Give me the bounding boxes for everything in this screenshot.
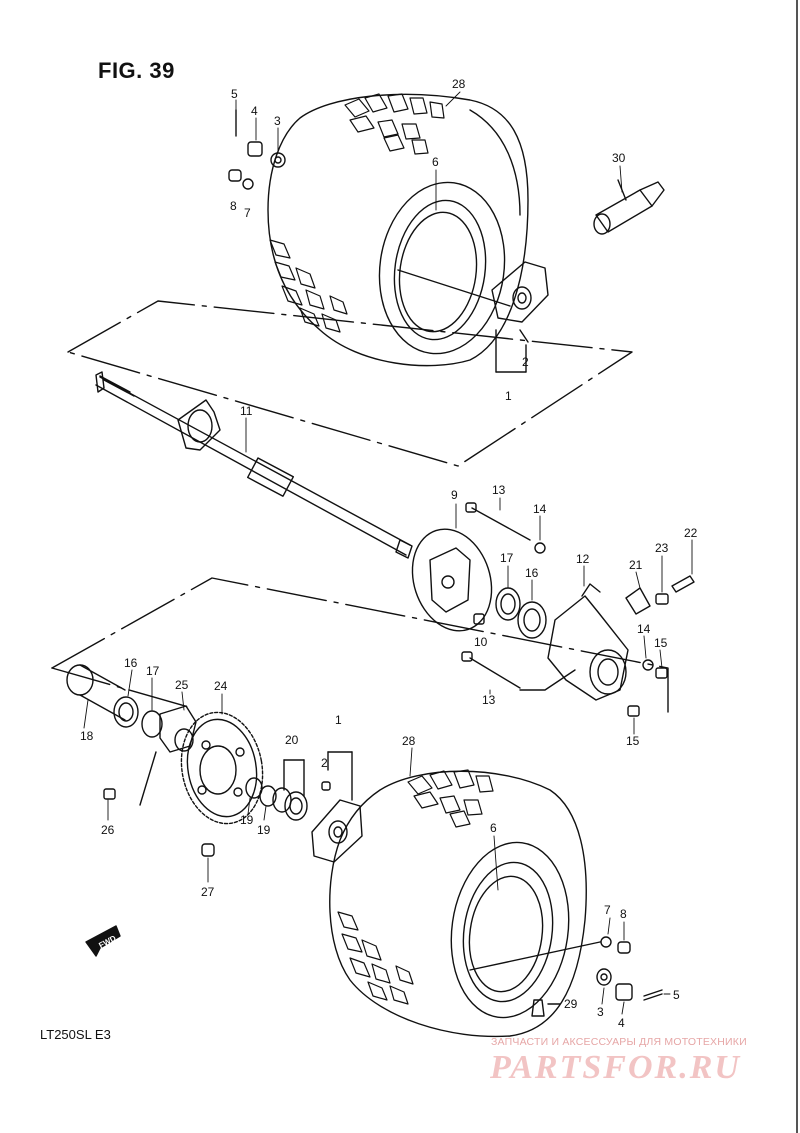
lower-assembly-frame <box>51 577 669 713</box>
fwd-arrow-icon <box>85 925 121 957</box>
callout-26: 26 <box>101 823 115 837</box>
model-code: LT250SL E3 <box>40 1027 111 1042</box>
callout-22: 22 <box>684 526 698 540</box>
rear-sprocket <box>180 711 264 857</box>
callout-15b: 15 <box>626 734 640 748</box>
callout-7: 7 <box>244 206 251 220</box>
callout-14: 14 <box>533 502 547 516</box>
plug-part-30 <box>593 179 665 235</box>
lower-bearing-group <box>66 664 197 806</box>
callout-2b: 2 <box>321 756 328 770</box>
callout-3b: 3 <box>597 1005 604 1019</box>
lower-wheel-hub <box>311 751 363 863</box>
callout-13b: 13 <box>482 693 496 707</box>
callout-6: 6 <box>432 155 439 169</box>
callout-5b: 5 <box>673 988 680 1002</box>
callout-18: 18 <box>80 729 94 743</box>
upper-fastener-stack <box>228 109 286 190</box>
callout-11: 11 <box>240 404 253 418</box>
callout-15: 15 <box>654 636 668 650</box>
callout-4: 4 <box>251 104 258 118</box>
callout-13: 13 <box>492 483 506 497</box>
callout-2: 2 <box>522 355 529 369</box>
callout-7b: 7 <box>604 903 611 917</box>
lower-fastener-stack <box>531 936 663 1017</box>
callout-28b: 28 <box>402 734 416 748</box>
lower-wheel <box>329 769 601 1038</box>
callout-16: 16 <box>525 566 539 580</box>
callout-4b: 4 <box>618 1016 625 1030</box>
callout-24: 24 <box>214 679 228 693</box>
callout-20: 20 <box>285 733 299 747</box>
callout-1b: 1 <box>335 713 342 727</box>
callout-8b: 8 <box>620 907 627 921</box>
callout-16b: 16 <box>124 656 138 670</box>
callout-19b: 19 <box>257 823 271 837</box>
callout-25: 25 <box>175 678 189 692</box>
callout-14b: 14 <box>637 622 651 636</box>
upper-wheel-hub <box>491 261 549 373</box>
callout-27: 27 <box>201 885 215 899</box>
callout-1: 1 <box>505 389 512 403</box>
callout-21: 21 <box>629 558 643 572</box>
watermark-tagline: ЗАПЧАСТИ И АКСЕССУАРЫ ДЛЯ МОТОТЕХНИКИ <box>491 1036 747 1048</box>
page-border <box>796 0 798 1133</box>
lower-spacer-group <box>245 759 308 821</box>
callout-29: 29 <box>564 997 578 1011</box>
callout-12: 12 <box>576 552 590 566</box>
callout-8: 8 <box>230 199 237 213</box>
brake-disc <box>411 528 493 632</box>
upper-wheel <box>267 93 529 367</box>
callout-labels: 5 4 3 8 7 28 6 30 2 1 11 9 13 14 17 16 1… <box>80 77 698 1030</box>
callout-3: 3 <box>274 114 281 128</box>
callout-leaders <box>83 91 693 1015</box>
callout-5: 5 <box>231 87 238 101</box>
callout-17: 17 <box>500 551 514 565</box>
callout-9: 9 <box>451 488 458 502</box>
callout-28: 28 <box>452 77 466 91</box>
rear-axle <box>95 371 413 559</box>
figure-title: FIG. 39 <box>98 58 175 83</box>
callout-6b: 6 <box>490 821 497 835</box>
callout-19: 19 <box>240 813 254 827</box>
upper-assembly-frame <box>67 300 633 467</box>
callout-17b: 17 <box>146 664 160 678</box>
callout-10: 10 <box>474 635 488 649</box>
brake-housing-group <box>461 502 695 717</box>
watermark-logo: PARTSFOR.RU <box>490 1049 741 1086</box>
callout-23: 23 <box>655 541 669 555</box>
callout-30: 30 <box>612 151 626 165</box>
